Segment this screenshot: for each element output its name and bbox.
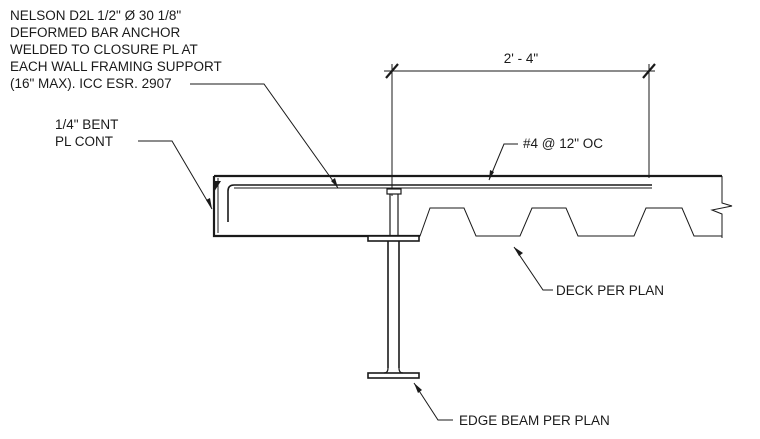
bent-plate-leader-arrow — [206, 198, 212, 209]
shear-stud — [386, 188, 402, 236]
anchor-note: NELSON D2L 1/2" Ø 30 1/8" DEFORMED BAR A… — [10, 8, 222, 91]
deck-leader-arrow — [514, 247, 523, 256]
anchor-note-line-3: WELDED TO CLOSURE PL AT — [10, 42, 198, 57]
dimension-tick-left — [385, 63, 399, 79]
anchor-note-line-5: (16" MAX). ICC ESR. 2907 — [10, 76, 172, 91]
anchor-bar — [227, 184, 652, 222]
edge-beam-web — [387, 241, 400, 368]
bent-closure-plate — [212, 176, 420, 238]
deck-note: DECK PER PLAN — [556, 283, 664, 298]
deck-leader-line — [513, 246, 553, 291]
bent-plate-note: 1/4" BENT PL CONT — [55, 117, 118, 149]
anchor-note-line-4: EACH WALL FRAMING SUPPORT — [10, 59, 222, 74]
edge-beam — [367, 235, 420, 379]
anchor-leader-line — [190, 83, 339, 189]
edge-beam-fillets — [383, 367, 404, 374]
dimension-tick-right — [642, 63, 656, 79]
beam-leader-line — [413, 382, 453, 421]
rebar-note: #4 @ 12" OC — [523, 136, 603, 151]
beam-leader-arrow — [414, 383, 422, 393]
anchor-note-line-1: NELSON D2L 1/2" Ø 30 1/8" — [10, 8, 181, 23]
weld-symbol — [214, 181, 221, 192]
beam-note: EDGE BEAM PER PLAN — [459, 413, 610, 428]
concrete-slab — [214, 174, 733, 238]
dimension-text: 2' - 4" — [504, 51, 539, 66]
bent-plate-leader-line — [138, 140, 213, 210]
metal-deck-profile — [402, 207, 722, 237]
slab-break-line — [710, 176, 733, 238]
edge-beam-top-flange — [367, 235, 420, 242]
edge-beam-bottom-flange — [367, 372, 420, 379]
rebar-leader-line — [488, 143, 518, 181]
bent-plate-note-line-2: PL CONT — [55, 134, 113, 149]
dimension-2ft-4in: 2' - 4" — [384, 51, 656, 196]
anchor-note-line-2: DEFORMED BAR ANCHOR — [10, 25, 181, 40]
bent-plate-note-line-1: 1/4" BENT — [55, 117, 118, 132]
